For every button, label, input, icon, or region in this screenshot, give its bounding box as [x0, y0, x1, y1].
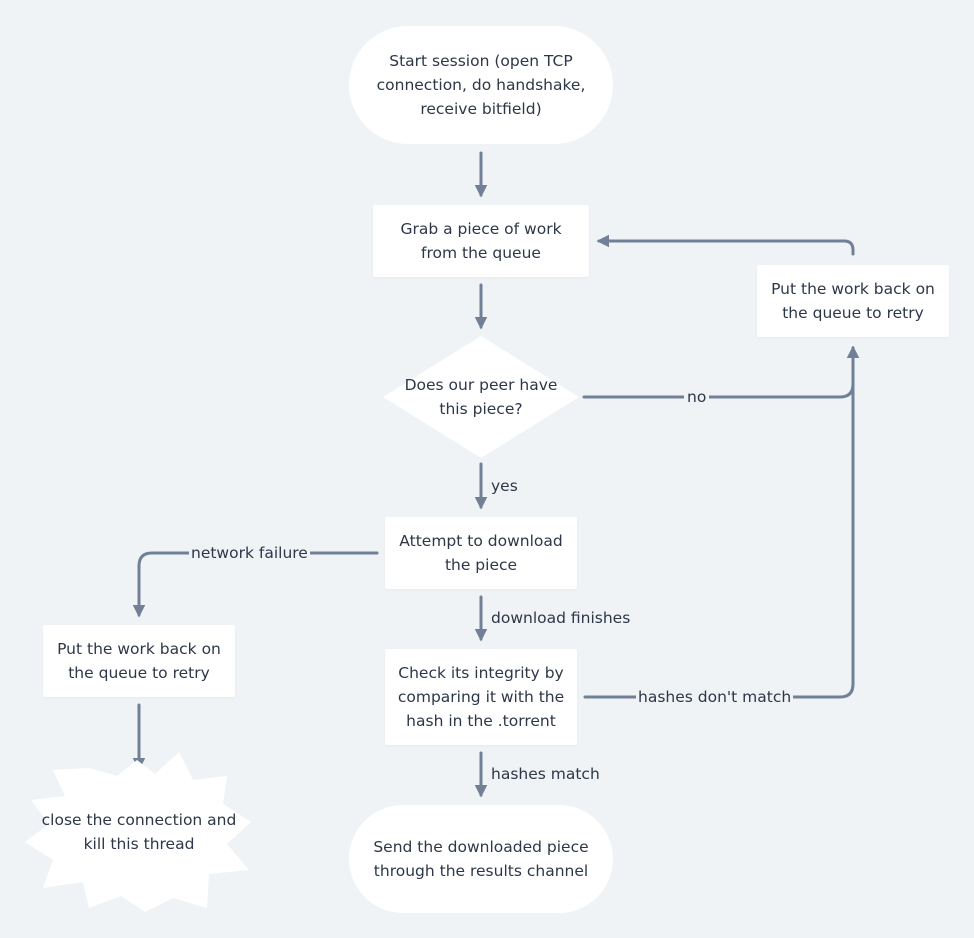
send-piece-text-2: through the results channel [373, 862, 589, 880]
close-burst-shape [25, 752, 251, 912]
start-session-text-1: Start session (open TCP [389, 52, 573, 70]
peer-has-piece-node: Does our peer have this piece? [393, 361, 569, 433]
edge-label-hashes-match: hashes match [491, 765, 600, 783]
check-integrity-text-1: Check its integrity by [398, 664, 564, 682]
edge-label-yes: yes [491, 477, 518, 495]
grab-work-node: Grab a piece of work from the queue [373, 205, 589, 277]
start-session-text-3: receive bitfield) [420, 100, 542, 118]
send-piece-text-1: Send the downloaded piece [373, 838, 589, 856]
check-integrity-text-2: comparing it with the [397, 688, 565, 706]
download-piece-text-1: Attempt to download [399, 532, 563, 550]
retry-left-node: Put the work back on the queue to retry [43, 625, 235, 697]
start-session-node: Start session (open TCP connection, do h… [349, 26, 613, 144]
download-piece-text-2: the piece [444, 556, 518, 574]
download-piece-node: Attempt to download the piece [385, 517, 577, 589]
send-piece-node: Send the downloaded piece through the re… [349, 805, 613, 913]
edge-retry-right-to-grab [596, 234, 855, 256]
grab-work-text-2: from the queue [421, 244, 541, 262]
grab-work-text-1: Grab a piece of work [400, 220, 562, 238]
edge-label-network-failure: network failure [189, 543, 310, 563]
retry-right-text-2: the queue to retry [782, 304, 924, 322]
close-connection-text-2: kill this thread [83, 835, 195, 853]
edge-decision-to-retry-right [582, 345, 860, 399]
edge-label-hashes-dont-match: hashes don't match [636, 687, 794, 707]
edge-download-to-retry-left [132, 551, 379, 618]
edge-label-no: no [684, 387, 710, 407]
peer-has-piece-text-2: this piece? [439, 400, 523, 418]
check-integrity-node: Check its integrity by comparing it with… [385, 649, 577, 745]
edge-label-download-finishes: download finishes [491, 609, 631, 627]
retry-left-text-2: the queue to retry [68, 664, 210, 682]
close-connection-node: close the connection and kill this threa… [25, 796, 253, 868]
peer-has-piece-text-1: Does our peer have [404, 376, 558, 394]
close-connection-text-1: close the connection and [41, 811, 237, 829]
start-session-text-2: connection, do handshake, [376, 76, 586, 94]
retry-left-text-1: Put the work back on [57, 640, 221, 658]
retry-right-text-1: Put the work back on [771, 280, 935, 298]
retry-right-node: Put the work back on the queue to retry [757, 265, 949, 337]
check-integrity-text-3: hash in the .torrent [406, 712, 556, 730]
edge-check-to-retry-right [583, 346, 855, 699]
decision-diamond [383, 336, 579, 458]
